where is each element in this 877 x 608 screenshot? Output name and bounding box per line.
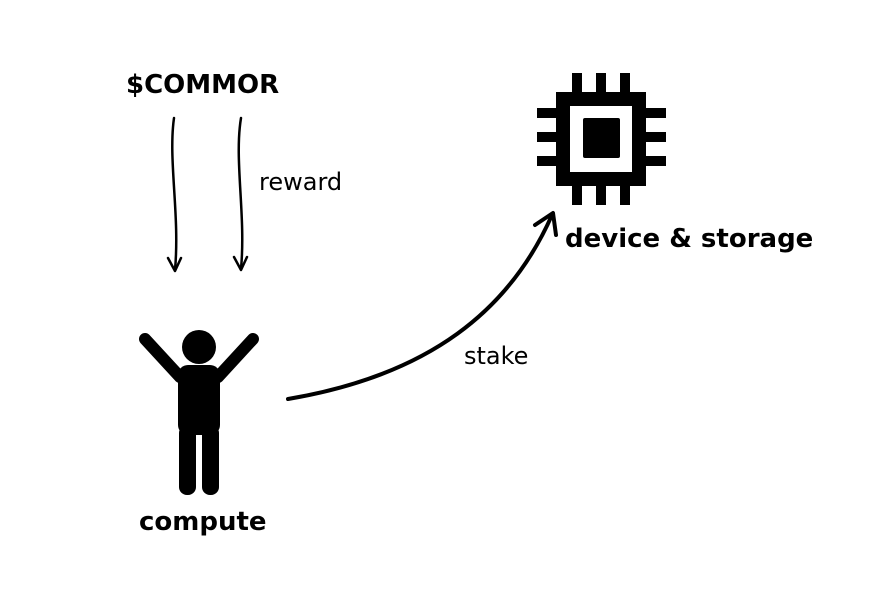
person-arms-raised-icon <box>139 330 259 495</box>
reward-label: reward <box>259 168 343 196</box>
reward-arrow-left <box>166 116 183 273</box>
stake-arrow <box>286 211 558 401</box>
token-label: $COMMOR <box>126 70 280 100</box>
reward-arrow-right <box>232 116 249 272</box>
stake-label: stake <box>464 342 529 370</box>
compute-label: compute <box>139 507 267 537</box>
device-storage-label: device & storage <box>565 224 814 254</box>
cpu-chip-icon <box>537 73 666 205</box>
